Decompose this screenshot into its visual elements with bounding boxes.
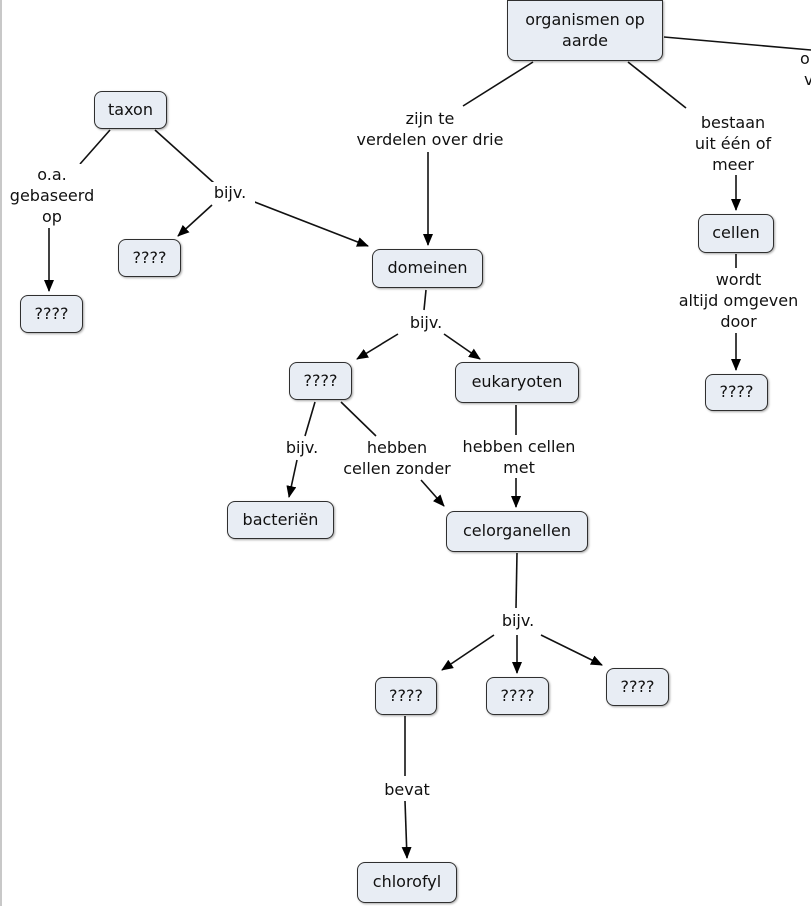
label-bestaan-uit: bestaan uit één of meer: [680, 112, 786, 175]
label-zijn-te-verdelen: zijn te verdelen over drie: [340, 108, 520, 150]
node-organel-placeholder-3[interactable]: ????: [606, 668, 669, 706]
edge-q-bijv: [304, 401, 316, 437]
node-eukaryoten[interactable]: eukaryoten: [455, 362, 579, 403]
node-chlorofyl[interactable]: chlorofyl: [357, 862, 457, 903]
edge-bijv-bacterien: [286, 459, 298, 498]
label-oa-gebaseerd-op: o.a. gebaseerd op: [2, 164, 102, 227]
edge-bijv-q3: [540, 634, 603, 666]
label-wordt-altijd-omgeven: wordt altijd omgeven door: [664, 269, 811, 332]
label-bijv-prokaryoten: bijv.: [277, 437, 327, 458]
edge-bijv-domeinen: [251, 200, 369, 247]
node-taxon-basis-placeholder[interactable]: ????: [20, 295, 83, 333]
edge-q-hebben: [340, 401, 377, 437]
offscreen-node-fragment-2: v: [804, 70, 811, 89]
node-cellen-placeholder[interactable]: ????: [705, 374, 768, 411]
edge-bijv-q1: [441, 634, 495, 671]
edge-root-zijn: [462, 61, 534, 107]
left-border: [0, 0, 2, 906]
node-domein-placeholder[interactable]: ????: [289, 362, 352, 400]
node-taxon-example-placeholder[interactable]: ????: [118, 239, 181, 277]
node-organel-placeholder-1[interactable]: ????: [375, 677, 437, 715]
edge-taxon-oa: [79, 129, 111, 165]
label-hebben-cellen-zonder: hebben cellen zonder: [333, 437, 461, 479]
edge-bijv-eukaryoten: [443, 333, 481, 360]
node-organel-placeholder-2[interactable]: ????: [486, 677, 549, 715]
edge-hebben-celorganellen: [420, 479, 445, 507]
edge-root-bestaan: [627, 61, 687, 109]
node-cellen[interactable]: cellen: [698, 214, 774, 253]
node-celorganellen[interactable]: celorganellen: [446, 511, 588, 552]
label-bijv-domeinen: bijv.: [400, 312, 452, 333]
label-hebben-cellen-met: hebben cellen met: [452, 436, 586, 478]
edge-taxon-bijv: [154, 129, 215, 184]
edge-bijv-q: [177, 204, 213, 237]
edge-celorg-bijv: [515, 552, 518, 609]
node-bacterien[interactable]: bacteriën: [227, 501, 334, 539]
label-bijv-celorganellen: bijv.: [493, 610, 543, 631]
edge-root-offscreen: [663, 36, 811, 51]
offscreen-node-fragment-1: o: [800, 49, 810, 68]
edge-bevat-chlorofyl: [401, 800, 412, 859]
label-bevat: bevat: [374, 779, 440, 800]
edge-bijv-qprok: [356, 333, 399, 360]
node-taxon[interactable]: taxon: [94, 91, 167, 129]
node-domeinen[interactable]: domeinen: [372, 249, 483, 288]
edge-domeinen-bijv: [423, 289, 427, 311]
node-organismen-op-aarde[interactable]: organismen op aarde: [507, 0, 663, 61]
label-bijv-taxon: bijv.: [205, 182, 255, 203]
